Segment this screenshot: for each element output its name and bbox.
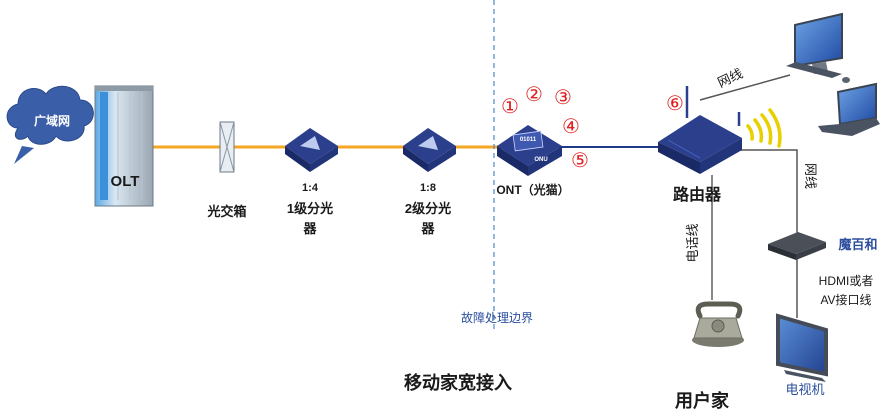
- phone-line-label: 电话线: [685, 223, 700, 262]
- splitter-2-icon: [403, 128, 456, 172]
- wan-label: 广域网: [34, 113, 70, 128]
- marker-2: ②: [525, 84, 543, 106]
- cross-box-label: 光交箱: [206, 204, 246, 219]
- desktop-pc-icon: [786, 12, 850, 83]
- stb-label: 魔百和: [838, 237, 877, 252]
- tv-icon: [776, 313, 828, 382]
- wan-cloud-icon: [6, 85, 94, 164]
- splitter-1-label-line1: 1级分光: [287, 201, 333, 216]
- hdmi-label-line2: AV接口线: [820, 292, 871, 307]
- splitter-2-label-line2: 器: [420, 221, 435, 236]
- splitter-1-icon: [285, 128, 338, 172]
- network-cable-label-2: 网线: [803, 163, 818, 189]
- splitter-2-ratio: 1:8: [420, 182, 436, 194]
- hdmi-label-line1: HDMI或者: [819, 274, 874, 288]
- footer-right-label: 用户家: [675, 390, 730, 411]
- cross-box-icon: [219, 121, 235, 173]
- olt-rack-icon: [94, 85, 154, 207]
- marker-6: ⑥: [666, 93, 684, 115]
- marker-5: ⑤: [571, 150, 589, 172]
- ethernet-line-router-stb: [735, 149, 798, 238]
- laptop-icon: [818, 82, 880, 136]
- marker-1: ①: [501, 96, 519, 118]
- splitter-1-ratio: 1:4: [302, 182, 319, 194]
- wifi-signal-icon: [746, 108, 782, 148]
- set-top-box-icon: [768, 232, 826, 260]
- marker-3: ③: [554, 87, 572, 109]
- network-cable-label-1: 网线: [715, 66, 745, 91]
- ont-label: ONT（光猫）: [496, 182, 569, 197]
- ethernet-line-router-pc: [699, 74, 791, 101]
- ont-device-text: 01011: [520, 137, 537, 143]
- router-icon: [658, 86, 742, 174]
- footer-left-label: 移动家宽接入: [404, 372, 512, 393]
- olt-label: OLT: [111, 173, 140, 190]
- telephone-icon: [692, 301, 744, 347]
- ont-device-icon: [497, 125, 562, 176]
- ont-onu-text: ONU: [534, 157, 547, 163]
- tv-label: 电视机: [785, 382, 824, 397]
- splitter-2-label-line1: 2级分光: [405, 201, 451, 216]
- router-label: 路由器: [673, 185, 722, 204]
- marker-4: ④: [562, 116, 580, 138]
- boundary-label: 故障处理边界: [461, 310, 533, 325]
- splitter-1-label-line2: 器: [302, 221, 317, 236]
